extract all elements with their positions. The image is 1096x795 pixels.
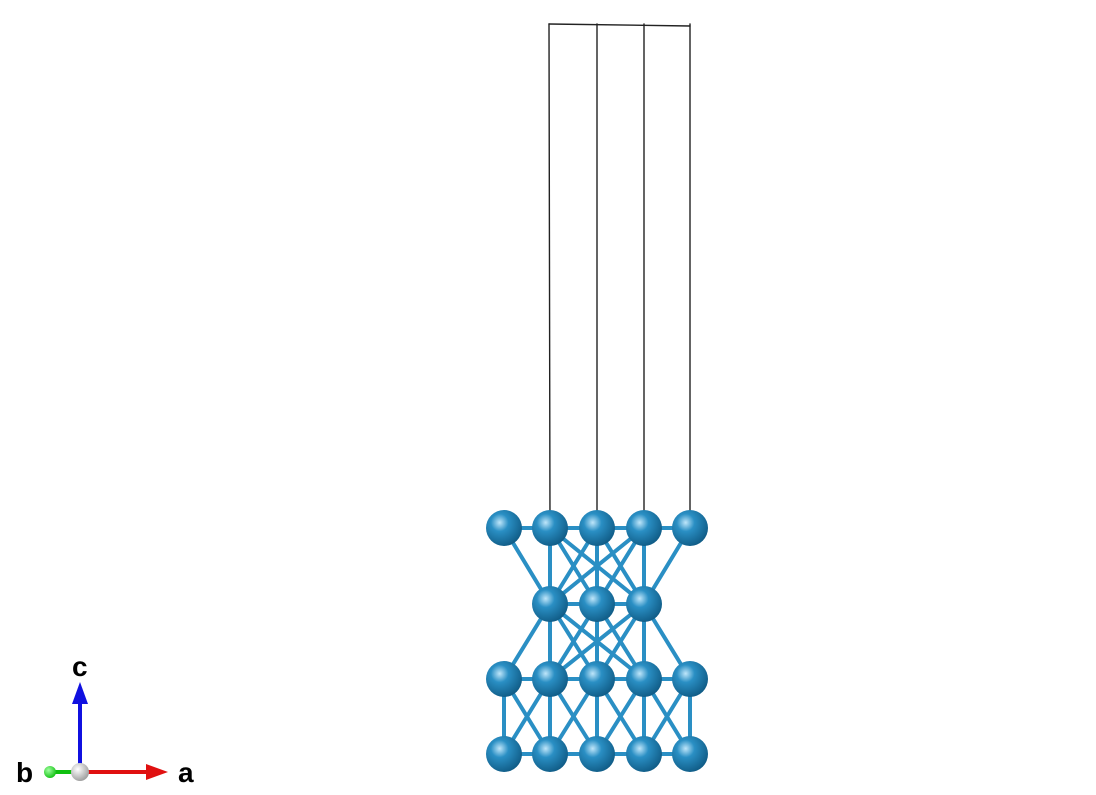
a-axis-arrowhead: [146, 764, 168, 780]
atom-sphere: [672, 736, 708, 772]
atom-sphere: [672, 510, 708, 546]
atom-sphere: [626, 586, 662, 622]
atom-sphere: [532, 736, 568, 772]
atom-sphere: [486, 661, 522, 697]
atom-group: [486, 510, 708, 772]
a-axis-label: a: [178, 757, 194, 788]
axis-indicator: c b a: [16, 651, 194, 788]
atom-sphere: [532, 586, 568, 622]
cell-top-edge: [548, 23, 691, 27]
atom-sphere: [486, 736, 522, 772]
b-axis-end-sphere: [44, 766, 56, 778]
atom-sphere: [532, 661, 568, 697]
atom-sphere: [626, 736, 662, 772]
atom-sphere: [532, 510, 568, 546]
b-axis-label: b: [16, 757, 33, 788]
atom-sphere: [579, 586, 615, 622]
unit-cell-outline: [548, 23, 691, 529]
bond: [548, 602, 646, 681]
c-axis-arrowhead: [72, 682, 88, 704]
cell-edge-line: [548, 23, 551, 529]
axis-origin-sphere: [71, 763, 89, 781]
atom-sphere: [672, 661, 708, 697]
c-axis-label: c: [72, 651, 88, 682]
atom-sphere: [579, 661, 615, 697]
atom-sphere: [579, 736, 615, 772]
atom-sphere: [486, 510, 522, 546]
bond-network: [502, 526, 692, 756]
atom-sphere: [626, 510, 662, 546]
bond: [548, 526, 646, 606]
atom-sphere: [579, 510, 615, 546]
atom-sphere: [626, 661, 662, 697]
